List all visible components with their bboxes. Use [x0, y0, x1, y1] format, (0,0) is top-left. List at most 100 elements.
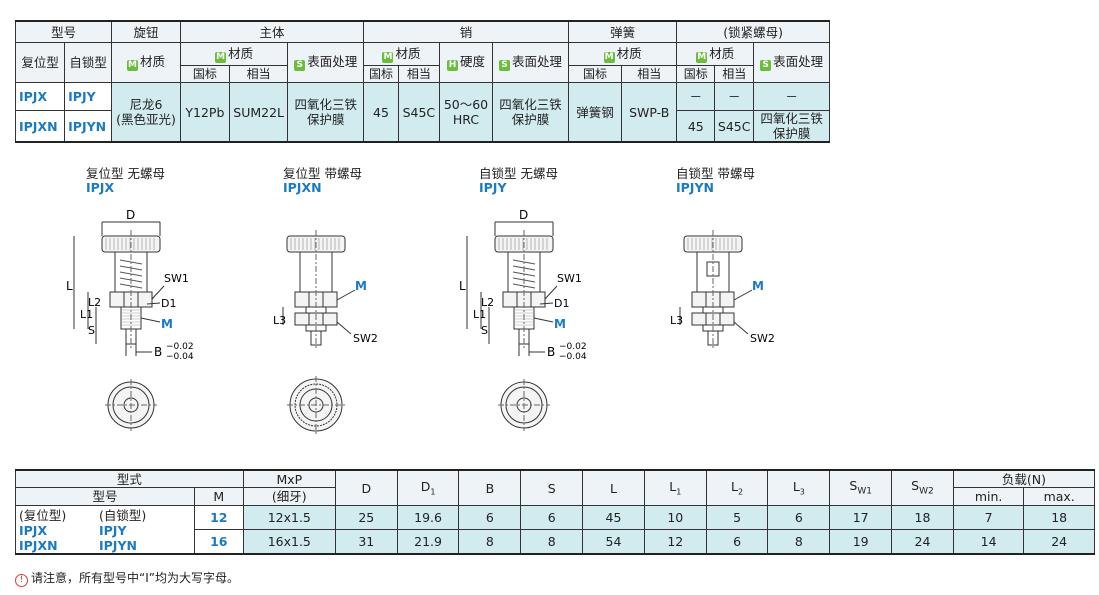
- label-l1: L1: [473, 308, 486, 321]
- nut-eq-row1: －: [714, 82, 755, 111]
- label-tol-upper: −0.02: [166, 342, 194, 352]
- surface-badge: S: [498, 60, 510, 71]
- header-type-format: 型式: [15, 469, 244, 488]
- label-d: D: [519, 208, 528, 222]
- row-max: 24: [1023, 528, 1095, 555]
- header-d: D: [334, 469, 398, 506]
- label-sw2: SW2: [750, 332, 775, 345]
- header-l1: L1: [643, 469, 707, 506]
- header-pin: 销: [363, 20, 569, 43]
- label-l1: L1: [80, 308, 93, 321]
- drawing-code-1: IPJX: [86, 180, 115, 195]
- drawing-ipjx: D L L1 L2 S SW1 D1 M B −0.02 −0.04: [66, 208, 194, 431]
- row-d1: 19.6: [396, 505, 460, 530]
- label-tol-upper: −0.02: [559, 342, 587, 352]
- pin-std: 45: [363, 82, 399, 143]
- header-mxp: MxP: [242, 469, 336, 488]
- nut-eq-row2: S45C: [714, 110, 755, 143]
- label-m: M: [161, 317, 173, 331]
- header-reset-type: 复位型: [14, 42, 66, 83]
- warning-icon: !: [15, 574, 28, 587]
- row-s: 8: [520, 528, 584, 555]
- label-s: S: [88, 324, 95, 337]
- drawing-ipjxn: L3 M SW2: [273, 230, 378, 434]
- footnote: !请注意，所有型号中“I”均为大写字母。: [15, 569, 239, 587]
- model-ipjx: IPJX: [14, 82, 66, 111]
- header-s: S: [520, 469, 584, 506]
- material-badge: M: [696, 51, 708, 63]
- label-s: S: [481, 324, 488, 337]
- header-sw2: SW2: [891, 469, 954, 506]
- header-l2: L2: [705, 469, 769, 506]
- label-tol-lower: −0.04: [166, 352, 194, 362]
- header-model: 型号: [14, 20, 113, 43]
- header-load-min: min.: [952, 487, 1025, 506]
- row-m: 12: [193, 505, 244, 530]
- header-self-lock-type: 自锁型: [64, 42, 113, 83]
- header-load-max: max.: [1023, 487, 1095, 506]
- label-l: L: [66, 279, 73, 293]
- row-b: 8: [458, 528, 522, 555]
- header-body-std: 国标: [179, 65, 230, 83]
- header-l3: L3: [767, 469, 831, 506]
- row-d1: 21.9: [396, 528, 460, 555]
- header-nut-eq: 相当: [714, 65, 755, 83]
- row-sw2: 24: [891, 528, 954, 555]
- nut-std-row2: 45: [676, 110, 716, 143]
- label-m: M: [355, 279, 367, 293]
- surface-badge: S: [294, 60, 306, 71]
- model-ipjyn: IPJYN: [64, 110, 113, 143]
- label-sw2: SW2: [353, 332, 378, 345]
- header-l: L: [582, 469, 645, 506]
- header-d1: D1: [396, 469, 460, 506]
- nut-surface-row2: 四氧化三铁 保护膜: [753, 110, 830, 143]
- reset-label: (复位型): [19, 508, 67, 523]
- header-body-eq: 相当: [228, 65, 289, 83]
- header-dim-model: 型号: [15, 487, 195, 506]
- drawing-title-4: 自锁型 带螺母: [676, 166, 755, 181]
- row-l2: 6: [705, 528, 769, 555]
- row-d: 31: [334, 528, 398, 555]
- spring-eq: SWP-B: [621, 82, 678, 143]
- header-load: 负载(N): [952, 469, 1096, 488]
- model-ipjxn: IPJXN: [14, 110, 66, 143]
- row-sw2: 18: [891, 505, 954, 530]
- row-max: 18: [1023, 505, 1095, 530]
- row-mxp: 16x1.5: [242, 528, 336, 555]
- hardness-badge: H: [446, 60, 458, 71]
- material-badge: M: [215, 51, 227, 63]
- label-l2: L2: [88, 296, 101, 309]
- model-ipjxn: IPJXN: [19, 538, 58, 553]
- nut-std-row1: －: [676, 82, 716, 111]
- material-badge: M: [127, 60, 139, 71]
- header-body: 主体: [179, 20, 365, 43]
- drawing-title-2: 复位型 带螺母: [283, 166, 362, 181]
- row-l: 54: [582, 528, 645, 555]
- row-l3: 6: [767, 505, 831, 530]
- row-l: 45: [582, 505, 645, 530]
- drawing-title-3: 自锁型 无螺母: [479, 166, 558, 181]
- header-m: M: [193, 487, 244, 506]
- footnote-text: 请注意，所有型号中“I”均为大写字母。: [31, 571, 239, 585]
- row-l2: 5: [705, 505, 769, 530]
- row-min: 14: [952, 528, 1025, 555]
- pin-hardness: 50～60 HRC: [438, 82, 494, 143]
- header-knob: 旋钮: [111, 20, 181, 43]
- model-ipjy: IPJY: [99, 523, 127, 538]
- label-m: M: [554, 317, 566, 331]
- material-badge: M: [382, 51, 394, 63]
- label-sw1: SW1: [164, 272, 189, 285]
- label-l3: L3: [273, 314, 286, 327]
- label-sw1: SW1: [557, 272, 582, 285]
- row-sw1: 17: [829, 505, 893, 530]
- label-l: L: [459, 279, 466, 293]
- row-l1: 12: [643, 528, 707, 555]
- row-l3: 8: [767, 528, 831, 555]
